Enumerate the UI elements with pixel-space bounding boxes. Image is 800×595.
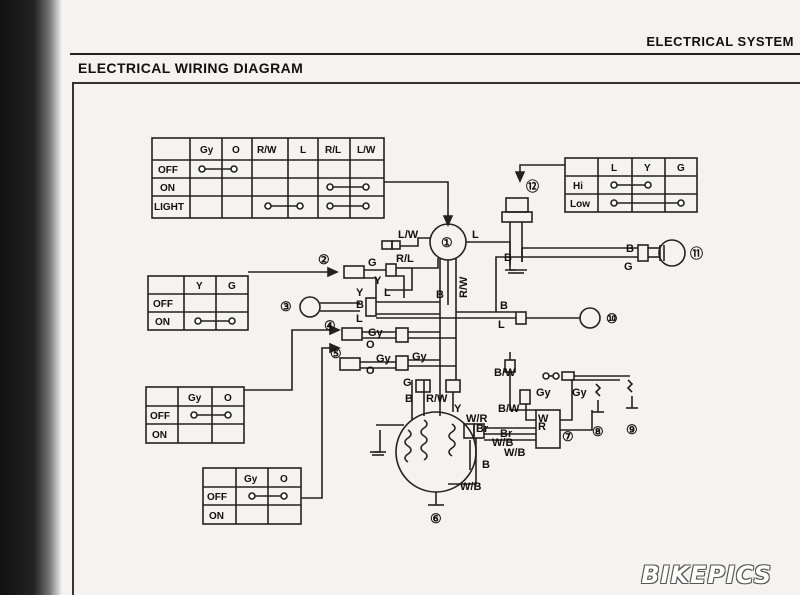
- wire-b-right: B: [500, 300, 508, 312]
- wire-wr: W/R: [466, 413, 487, 425]
- gyob-col-o: O: [280, 474, 288, 485]
- gyoa-row-off: OFF: [150, 411, 170, 422]
- wire-r7: R: [538, 421, 546, 433]
- diagram-title: ELECTRICAL WIRING DIAGRAM: [78, 60, 304, 76]
- wire-br1: Br: [476, 423, 489, 435]
- wire-b11: B: [626, 243, 634, 255]
- wire-l-sw3: L: [356, 313, 363, 325]
- gyob-row-on: ON: [209, 511, 224, 522]
- component-4-label: ④: [324, 318, 336, 333]
- main-row-off: OFF: [158, 165, 178, 176]
- wire-gy8: Gy: [536, 387, 552, 399]
- wire-o5: O: [366, 365, 375, 377]
- wire-rl: R/L: [396, 253, 414, 265]
- component-8-label: ⑧: [592, 424, 604, 439]
- main-col-gy: Gy: [200, 145, 214, 156]
- wire-l10: L: [498, 319, 505, 331]
- wire-wb-bottom: W/B: [460, 481, 481, 493]
- wire-gy5: Gy: [412, 351, 428, 363]
- yg-col-y: Y: [196, 281, 203, 292]
- wire-wb1: W/B: [492, 437, 513, 449]
- component-3-label: ③: [280, 299, 292, 314]
- wire-gy5b: Gy: [376, 353, 392, 365]
- wire-b-stator: B: [405, 393, 413, 405]
- component-10-label: ⑩: [606, 311, 618, 326]
- component-6-label: ⑥: [430, 511, 442, 526]
- yg-row-off: OFF: [153, 299, 173, 310]
- wire-w7: W: [538, 413, 549, 425]
- gyob-row-off: OFF: [207, 492, 227, 503]
- page-binding-shadow: [0, 0, 62, 595]
- wire-b-low: B: [482, 459, 490, 471]
- dimmer-row-low: Low: [570, 199, 590, 210]
- gyoa-col-gy: Gy: [188, 393, 202, 404]
- component-7-label: ⑦: [562, 429, 574, 444]
- component-11-label: ⑪: [690, 246, 703, 261]
- wire-rw-vertical: R/W: [458, 276, 470, 298]
- dimmer-col-l: L: [611, 163, 617, 174]
- component-10-circle: [579, 307, 601, 329]
- main-col-o: O: [232, 145, 240, 156]
- wire-o4: O: [366, 339, 375, 351]
- dimmer-row-hi: Hi: [573, 181, 583, 192]
- main-col-rl: R/L: [325, 145, 341, 156]
- watermark-logo: BIKEPICS: [641, 561, 772, 589]
- wire-bw2: B/W: [498, 403, 520, 415]
- diagram-frame: [72, 82, 800, 595]
- dimmer-col-y: Y: [644, 163, 651, 174]
- wire-g-stator: G: [403, 377, 412, 389]
- wire-gy4: Gy: [368, 327, 384, 339]
- switch-gyo-b-table: [202, 467, 302, 525]
- gyoa-col-o: O: [224, 393, 232, 404]
- main-col-lw: L/W: [357, 145, 376, 156]
- wire-b-mid: B: [504, 252, 512, 264]
- wire-l-top: L: [472, 229, 479, 241]
- gyob-col-gy: Gy: [244, 474, 258, 485]
- wire-wb2: W/B: [504, 447, 525, 459]
- section-title: ELECTRICAL SYSTEM: [646, 34, 794, 49]
- wire-g-top: G: [368, 257, 377, 269]
- component-7-box: [535, 409, 561, 449]
- wire-y-switch: Y: [356, 287, 364, 299]
- switch-yg-table: [147, 275, 249, 331]
- component-1-label: ①: [441, 235, 453, 250]
- wire-bw1: B/W: [494, 367, 516, 379]
- component-12-label: ⑫: [526, 179, 539, 194]
- wire-g11: G: [624, 261, 633, 273]
- wire-rw-stator: R/W: [426, 393, 448, 405]
- wire-gy8b: Gy: [572, 387, 588, 399]
- switch-gyo-a-table: [145, 386, 245, 444]
- wire-b-sw3: B: [356, 299, 364, 311]
- main-col-l: L: [300, 145, 306, 156]
- wire-b10: B: [436, 289, 444, 301]
- wire-l-switch: L: [384, 287, 391, 299]
- main-row-light: LIGHT: [154, 202, 184, 213]
- dimmer-switch-table: [564, 157, 698, 213]
- component-5-label: ⑤: [330, 346, 342, 361]
- wire-lw: L/W: [398, 229, 419, 241]
- component-3-circle: [299, 296, 321, 318]
- component-11-circle: [658, 239, 686, 267]
- component-9-label: ⑨: [626, 422, 638, 437]
- dimmer-col-g: G: [677, 163, 685, 174]
- main-row-on: ON: [160, 183, 175, 194]
- wire-br2: Br: [500, 428, 513, 440]
- wire-y-stator: Y: [454, 403, 462, 415]
- yg-col-g: G: [228, 281, 236, 292]
- component-2-label: ②: [318, 252, 330, 267]
- main-switch-table: [151, 137, 385, 219]
- header-rule: [70, 53, 800, 55]
- yg-row-on: ON: [155, 317, 170, 328]
- gyoa-row-on: ON: [152, 430, 167, 441]
- wire-y-top: Y: [374, 275, 382, 287]
- main-col-rw: R/W: [257, 145, 277, 156]
